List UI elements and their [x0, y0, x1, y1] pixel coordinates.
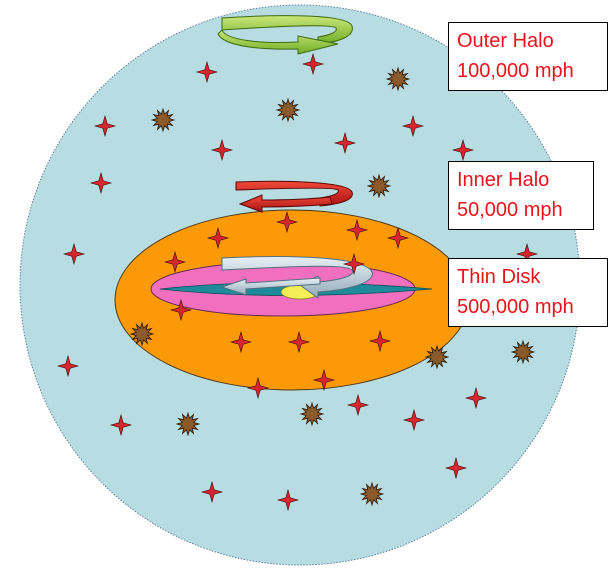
inner-halo-label: Inner Halo 50,000 mph	[448, 161, 594, 230]
star-icon	[246, 376, 270, 400]
star-icon	[210, 138, 234, 162]
cluster-icon	[359, 481, 385, 507]
star-icon	[276, 488, 300, 512]
star-icon	[56, 354, 80, 378]
star-icon	[195, 60, 219, 84]
clusters-layer	[129, 66, 536, 507]
outer-halo-label: Outer Halo 100,000 mph	[448, 22, 608, 91]
cluster-icon	[150, 107, 176, 133]
stars-layer	[56, 52, 539, 512]
cluster-icon	[129, 321, 155, 347]
star-icon	[464, 386, 488, 410]
star-icon	[275, 210, 299, 234]
star-icon	[312, 368, 336, 392]
star-icon	[333, 131, 357, 155]
cluster-icon	[510, 339, 536, 365]
thin-disk-name: Thin Disk	[457, 266, 541, 288]
star-icon	[89, 171, 113, 195]
star-icon	[451, 138, 475, 162]
star-icon	[342, 252, 366, 276]
cluster-icon	[299, 401, 325, 427]
outer-halo-name: Outer Halo	[457, 30, 554, 52]
outer-halo-rotation-arrow	[217, 15, 353, 55]
star-icon	[200, 480, 224, 504]
cluster-icon	[366, 173, 392, 199]
inner-halo-name: Inner Halo	[457, 169, 550, 191]
cluster-icon	[385, 66, 411, 92]
star-icon	[93, 114, 117, 138]
star-icon	[386, 226, 410, 250]
cluster-icon	[424, 344, 450, 370]
inner-halo-rotation-arrow	[235, 180, 353, 213]
star-icon	[62, 242, 86, 266]
star-icon	[169, 298, 193, 322]
star-icon	[287, 330, 311, 354]
star-icon	[229, 330, 253, 354]
outer-halo-speed: 100,000 mph	[457, 60, 574, 82]
cluster-icon	[175, 411, 201, 437]
star-icon	[444, 456, 468, 480]
star-icon	[346, 393, 370, 417]
star-icon	[163, 250, 187, 274]
star-icon	[368, 329, 392, 353]
star-icon	[345, 218, 369, 242]
thin-disk-label: Thin Disk 500,000 mph	[448, 258, 608, 327]
thin-disk-speed: 500,000 mph	[457, 296, 574, 318]
star-icon	[206, 226, 230, 250]
star-icon	[402, 408, 426, 432]
star-icon	[301, 52, 325, 76]
star-icon	[401, 114, 425, 138]
cluster-icon	[275, 97, 301, 123]
star-icon	[109, 413, 133, 437]
inner-halo-speed: 50,000 mph	[457, 199, 563, 221]
disk-rotation-arrow	[220, 256, 373, 299]
